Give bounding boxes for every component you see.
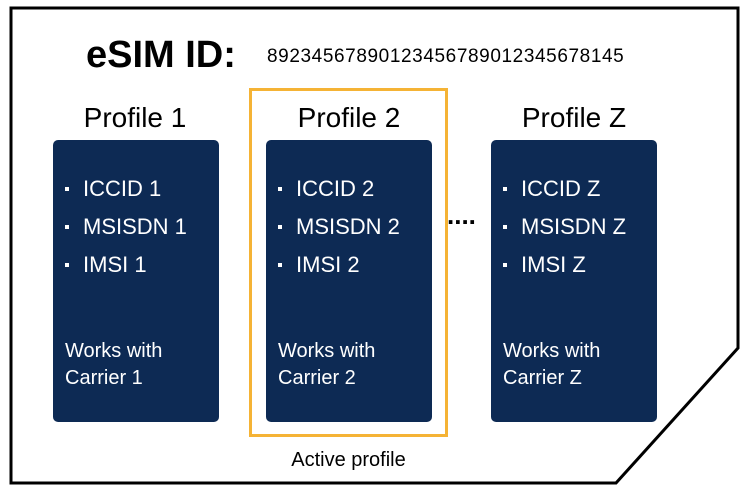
profile-2-card: ICCID 2 MSISDN 2 IMSI 2 Works with Carri… xyxy=(266,140,432,422)
profile-1-card: ICCID 1 MSISDN 1 IMSI 1 Works with Carri… xyxy=(53,140,219,422)
profile-z-carrier: Works with Carrier Z xyxy=(503,340,601,389)
profile-1-imsi: IMSI 1 xyxy=(83,252,147,277)
bullet-icon xyxy=(503,263,507,267)
profile-1-iccid: ICCID 1 xyxy=(83,176,162,201)
bullet-icon xyxy=(65,225,69,229)
profile-z-card: ICCID Z MSISDN Z IMSI Z Works with Carri… xyxy=(491,140,657,422)
profile-z-iccid: ICCID Z xyxy=(521,176,601,201)
active-profile-label: Active profile xyxy=(291,449,406,471)
profile-2-imsi: IMSI 2 xyxy=(296,252,360,277)
more-profiles-ellipsis: .... xyxy=(447,200,476,230)
active-profile-highlight xyxy=(249,88,448,437)
bullet-icon xyxy=(278,187,282,191)
profile-2-title: Profile 2 xyxy=(297,102,401,133)
profile-1-attributes: ICCID 1 MSISDN 1 IMSI 1 xyxy=(65,170,187,284)
profile-2-attributes: ICCID 2 MSISDN 2 IMSI 2 xyxy=(278,170,400,284)
list-item: IMSI 1 xyxy=(65,246,187,284)
list-item: ICCID 2 xyxy=(278,170,400,208)
profile-2-iccid: ICCID 2 xyxy=(296,176,375,201)
list-item: IMSI 2 xyxy=(278,246,400,284)
list-item: MSISDN 2 xyxy=(278,208,400,246)
bullet-icon xyxy=(503,187,507,191)
profile-2-carrier: Works with Carrier 2 xyxy=(278,340,376,389)
list-item: ICCID Z xyxy=(503,170,626,208)
bullet-icon xyxy=(65,187,69,191)
list-item: MSISDN 1 xyxy=(65,208,187,246)
profile-z-attributes: ICCID Z MSISDN Z IMSI Z xyxy=(503,170,626,284)
bullet-icon xyxy=(65,263,69,267)
esim-id-label: eSIM ID: xyxy=(86,34,236,76)
esim-id-value: 89234567890123456789012345678145 xyxy=(267,46,625,67)
list-item: ICCID 1 xyxy=(65,170,187,208)
profile-1-msisdn: MSISDN 1 xyxy=(83,214,187,239)
profile-z-title: Profile Z xyxy=(521,102,627,133)
bullet-icon xyxy=(278,225,282,229)
bullet-icon xyxy=(278,263,282,267)
profile-1-carrier: Works with Carrier 1 xyxy=(65,340,163,389)
profile-z-imsi: IMSI Z xyxy=(521,252,586,277)
list-item: MSISDN Z xyxy=(503,208,626,246)
profile-1-title: Profile 1 xyxy=(83,102,187,133)
profile-2-msisdn: MSISDN 2 xyxy=(296,214,400,239)
bullet-icon xyxy=(503,225,507,229)
profile-z-msisdn: MSISDN Z xyxy=(521,214,627,239)
list-item: IMSI Z xyxy=(503,246,626,284)
